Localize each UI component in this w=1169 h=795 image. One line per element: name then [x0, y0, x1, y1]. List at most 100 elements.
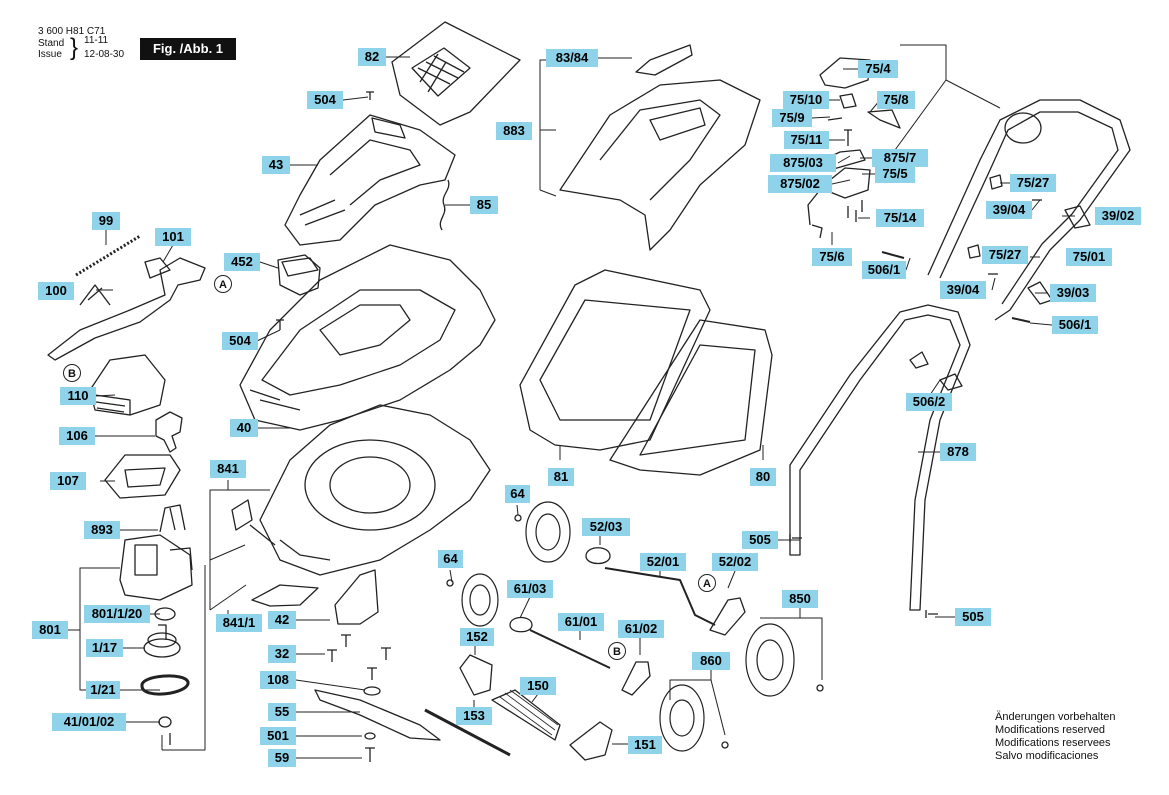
screw-59: [365, 747, 375, 762]
part-151: [569, 721, 613, 761]
callout-506-1: 506/1: [862, 261, 906, 279]
handle-cover-75-4: [819, 57, 871, 89]
callout-39-02: 39/02: [1095, 207, 1141, 225]
grass-cover-82: [391, 21, 521, 126]
issue-date: 12-08-30: [84, 49, 125, 60]
callout-41-01-02: 41/01/02: [52, 713, 126, 731]
nut-64-a: [514, 514, 522, 522]
cap-860: [721, 741, 729, 749]
part-107: [104, 454, 181, 499]
callout-875-03: 875/03: [770, 154, 836, 172]
washer-501: [364, 732, 376, 740]
callout-875-7: 875/7: [872, 149, 928, 167]
stand-label: Stand: [38, 38, 65, 49]
callout-101: 101: [155, 228, 191, 246]
callout-801: 801: [32, 621, 68, 639]
callout-883: 883: [496, 122, 532, 140]
callout-1-21: 1/21: [86, 681, 120, 699]
callout-61-03: 61/03: [507, 580, 553, 598]
lower-handle-878: [789, 304, 971, 611]
callout-75-11: 75/11: [784, 131, 829, 149]
part-75-27-a: [989, 174, 1003, 190]
cable-75-6: [807, 189, 823, 239]
wheel-850: [745, 623, 795, 697]
callout-75-14: 75/14: [876, 209, 924, 227]
callout-82: 82: [358, 48, 386, 66]
upper-handle-75-01: [927, 99, 1131, 321]
callout-153: 153: [456, 707, 492, 725]
axle-52-01: [604, 567, 716, 626]
ref-letter-b-2: B: [608, 642, 626, 660]
part-841-1: [251, 584, 319, 607]
callout-504: 504: [307, 91, 343, 109]
lever-52-02: [709, 597, 746, 636]
switch-box-875-02: [819, 167, 871, 199]
callout-504-b: 504: [222, 332, 258, 350]
callout-150: 150: [520, 677, 556, 695]
callout-152: 152: [460, 628, 494, 646]
screws: [276, 91, 391, 680]
callout-106: 106: [59, 427, 95, 445]
callout-39-04-b: 39/04: [940, 281, 986, 299]
callout-151: 151: [628, 736, 662, 754]
lever-61-02: [621, 661, 651, 696]
callout-801-1-20: 801/1/20: [84, 605, 150, 623]
wheel-61-front: [461, 573, 499, 627]
callout-505: 505: [742, 531, 778, 549]
note-de: Änderungen vorbehalten: [995, 711, 1116, 723]
figure-label: Fig. /Abb. 1: [140, 38, 236, 60]
screw-505-b: [925, 610, 938, 618]
wheel-52-front: [525, 501, 571, 563]
wheel-860: [659, 684, 705, 752]
ref-letter-a: A: [214, 275, 232, 293]
callout-64: 64: [505, 485, 530, 503]
part-75-9: [827, 117, 843, 121]
callout-860: 860: [692, 652, 730, 670]
knob-39-02: [1064, 205, 1091, 229]
clip-506-2-a: [909, 351, 929, 369]
callout-43: 43: [262, 156, 290, 174]
callout-75-27-b: 75/27: [982, 246, 1028, 264]
part-106: [155, 411, 183, 453]
callout-59: 59: [268, 749, 296, 767]
belt-1-21: [140, 674, 190, 696]
spring-85: [439, 179, 450, 231]
callout-850: 850: [782, 590, 818, 608]
cap-850: [816, 684, 824, 692]
grass-box-cover-883: [559, 79, 761, 251]
callout-85: 85: [470, 196, 498, 214]
lever-101: [47, 257, 206, 361]
part-110: [89, 354, 166, 416]
callout-75-8: 75/8: [877, 91, 915, 109]
part-41-01-02: [158, 716, 172, 728]
revision-mark: 11-11: [84, 35, 109, 46]
callout-841: 841: [210, 460, 246, 478]
shield-42: [334, 569, 379, 625]
motor-housing: [249, 404, 491, 576]
pulley-1-17: [143, 624, 181, 658]
callout-75-01: 75/01: [1066, 248, 1112, 266]
doc-number: 3 600 H81 C71: [38, 26, 106, 37]
callout-99: 99: [92, 212, 120, 230]
spring-99: [75, 234, 141, 277]
callout-841-1: 841/1: [216, 614, 262, 632]
bushing-52-03: [585, 547, 611, 565]
callout-75-27: 75/27: [1010, 174, 1056, 192]
washer-108: [363, 686, 381, 696]
callout-52-01: 52/01: [640, 553, 686, 571]
motor-801: [119, 534, 193, 601]
grass-box-81: [519, 269, 711, 451]
callout-108: 108: [260, 671, 296, 689]
callout-80: 80: [750, 468, 776, 486]
callout-110: 110: [60, 387, 96, 405]
handle-83-84: [635, 44, 693, 76]
bushing-61-03: [509, 616, 533, 633]
blade-55: [314, 689, 441, 741]
callout-39-03: 39/03: [1050, 284, 1096, 302]
screw-505-a: [789, 534, 802, 542]
callout-75-9: 75/9: [772, 109, 812, 127]
note-fr: Modifications reservees: [995, 737, 1111, 749]
callout-42: 42: [268, 611, 296, 629]
callout-40: 40: [230, 419, 258, 437]
callout-107: 107: [50, 472, 86, 490]
